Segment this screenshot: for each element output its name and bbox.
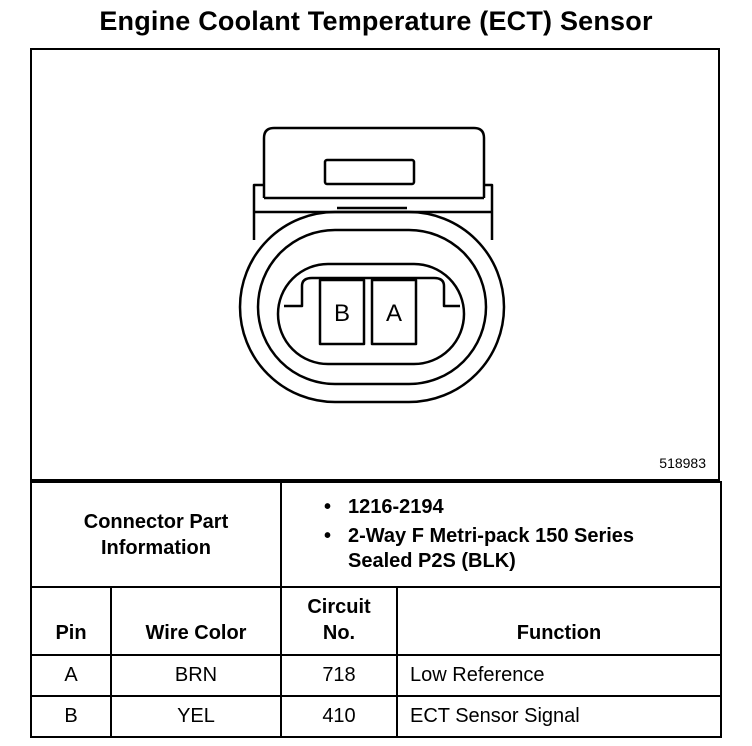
- part-number: 1216-2194: [282, 495, 720, 520]
- wire-color-cell: YEL: [110, 695, 282, 738]
- connector-illustration: B A: [238, 126, 506, 404]
- pin-label-b: B: [334, 300, 350, 327]
- function-cell: ECT Sensor Signal: [396, 695, 722, 738]
- function-cell: Low Reference: [396, 654, 722, 697]
- part-description: 2-Way F Metri-pack 150 Series Sealed P2S…: [282, 524, 720, 574]
- connector-cavity: [276, 262, 466, 366]
- connector-latch: [262, 126, 486, 198]
- table-row: A BRN 718 Low Reference: [30, 654, 722, 697]
- connector-part-info: 1216-2194 2-Way F Metri-pack 150 Series …: [280, 481, 722, 588]
- header-pin: Pin: [30, 586, 112, 656]
- pin-frame-a: [370, 278, 418, 346]
- connector-part-label: Connector Part Information: [30, 481, 282, 588]
- header-wire-color: Wire Color: [110, 586, 282, 656]
- connector-info-table: Connector Part Information 1216-2194 2-W…: [30, 481, 722, 738]
- pin-cell: A: [30, 654, 112, 697]
- latch-window: [323, 158, 416, 186]
- pin-frame-b: [318, 278, 366, 346]
- connector-collar: [252, 183, 494, 240]
- circuit-cell: 718: [280, 654, 398, 697]
- pin-cell: B: [30, 695, 112, 738]
- header-function: Function: [396, 586, 722, 656]
- connector-diagram: B A 518983: [30, 48, 720, 481]
- connector-body-outer: [238, 210, 506, 404]
- circuit-cell: 410: [280, 695, 398, 738]
- reference-number: 518983: [659, 455, 706, 471]
- table-row: B YEL 410 ECT Sensor Signal: [30, 695, 722, 738]
- page-title: Engine Coolant Temperature (ECT) Sensor: [99, 6, 653, 36]
- connector-part-row: Connector Part Information 1216-2194 2-W…: [30, 481, 722, 588]
- table-header-row: Pin Wire Color Circuit No. Function: [30, 586, 722, 656]
- connector-body-inner: [256, 228, 488, 386]
- header-circuit: Circuit No.: [280, 586, 398, 656]
- wire-color-cell: BRN: [110, 654, 282, 697]
- pin-label-a: A: [386, 300, 402, 327]
